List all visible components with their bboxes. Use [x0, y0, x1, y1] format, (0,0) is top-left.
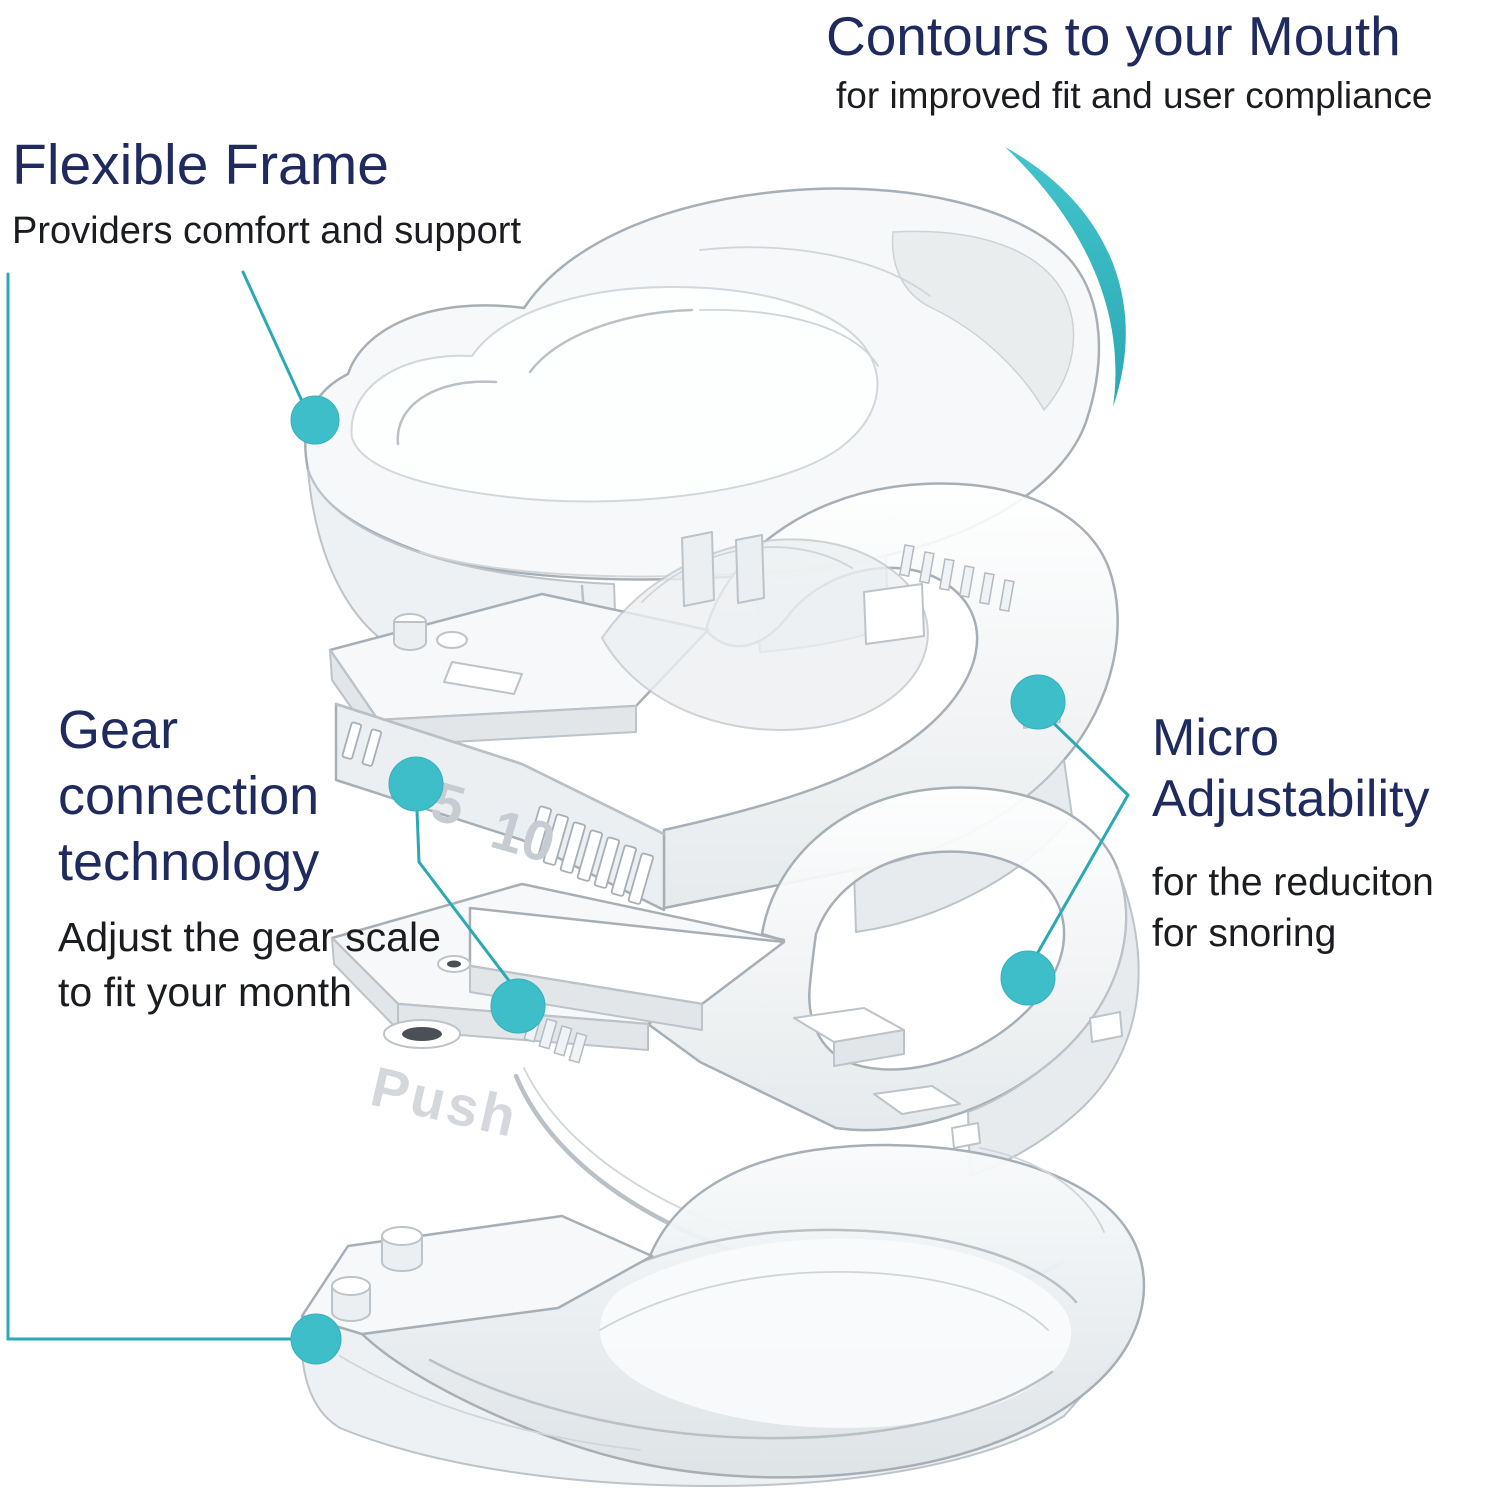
- gear-connection-callout: Gear connection technology Adjust the ge…: [58, 698, 498, 1020]
- micro-adjustability-subtitle: for the reduciton for snoring: [1152, 860, 1434, 956]
- callout-dot-gear-bottom: [490, 978, 546, 1034]
- callout-dot-micro-bottom: [1000, 950, 1056, 1006]
- annotations: [6, 147, 1130, 1365]
- contour-arc: [1005, 147, 1126, 407]
- gear-scale-teeth: [341, 721, 654, 905]
- center-block: [863, 583, 925, 645]
- rim-posts: [331, 1226, 423, 1322]
- micro-adjustability-title: Micro Adjustability: [1152, 709, 1430, 829]
- micro-connector-line: [1027, 710, 1130, 970]
- push-embossed-label: Push: [365, 1054, 524, 1149]
- gear-connection-subtitle: Adjust the gear scale to fit your month: [58, 913, 441, 1015]
- callout-dot-flexible-top: [290, 395, 340, 445]
- contours-callout: Contours to your Mouth for improved fit …: [826, 5, 1490, 118]
- gear-connector-line: [415, 808, 515, 988]
- gear-connection-title: Gear connection technology: [58, 700, 320, 892]
- slot: [443, 661, 523, 695]
- flexible-frame-pointer-line: [241, 270, 309, 414]
- callout-dot-flexible-bottom: [290, 1313, 342, 1365]
- flexible-frame-connector-line: [6, 272, 293, 1341]
- flexible-frame-title: Flexible Frame: [12, 133, 389, 197]
- contours-title: Contours to your Mouth: [826, 5, 1401, 67]
- callout-dot-micro-top: [1010, 674, 1066, 730]
- lower-tray-layer: [300, 1143, 1146, 1487]
- flexible-frame-callout: Flexible Frame Providers comfort and sup…: [12, 134, 612, 254]
- contours-subtitle: for improved fit and user compliance: [836, 74, 1433, 116]
- flexible-frame-subtitle: Providers comfort and support: [12, 209, 522, 252]
- callout-dot-gear-top: [388, 756, 444, 812]
- boss-post: [436, 631, 468, 649]
- micro-adjustability-callout: Micro Adjustability for the reduciton fo…: [1152, 708, 1500, 960]
- inner-teeth: [898, 544, 1015, 612]
